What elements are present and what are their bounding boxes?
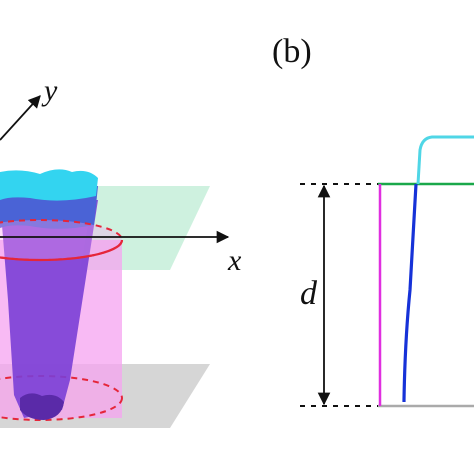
depth-label: d: [300, 275, 318, 312]
cyan-top-surface: [0, 169, 98, 201]
top-red-ellipse-front: [0, 239, 124, 262]
cone-tip-blob: [20, 393, 64, 420]
blue-profile-curve: [402, 183, 418, 402]
panel-a-illustration: y x: [0, 74, 242, 428]
y-axis-label: y: [41, 74, 58, 107]
y-axis-arrow: [0, 95, 41, 141]
panel-b-diagram: (b) d: [272, 33, 474, 408]
panel-b-label: (b): [272, 33, 312, 70]
purple-cone: [0, 200, 98, 418]
cyan-profile-curve: [416, 135, 474, 185]
x-axis-label: x: [227, 244, 242, 277]
